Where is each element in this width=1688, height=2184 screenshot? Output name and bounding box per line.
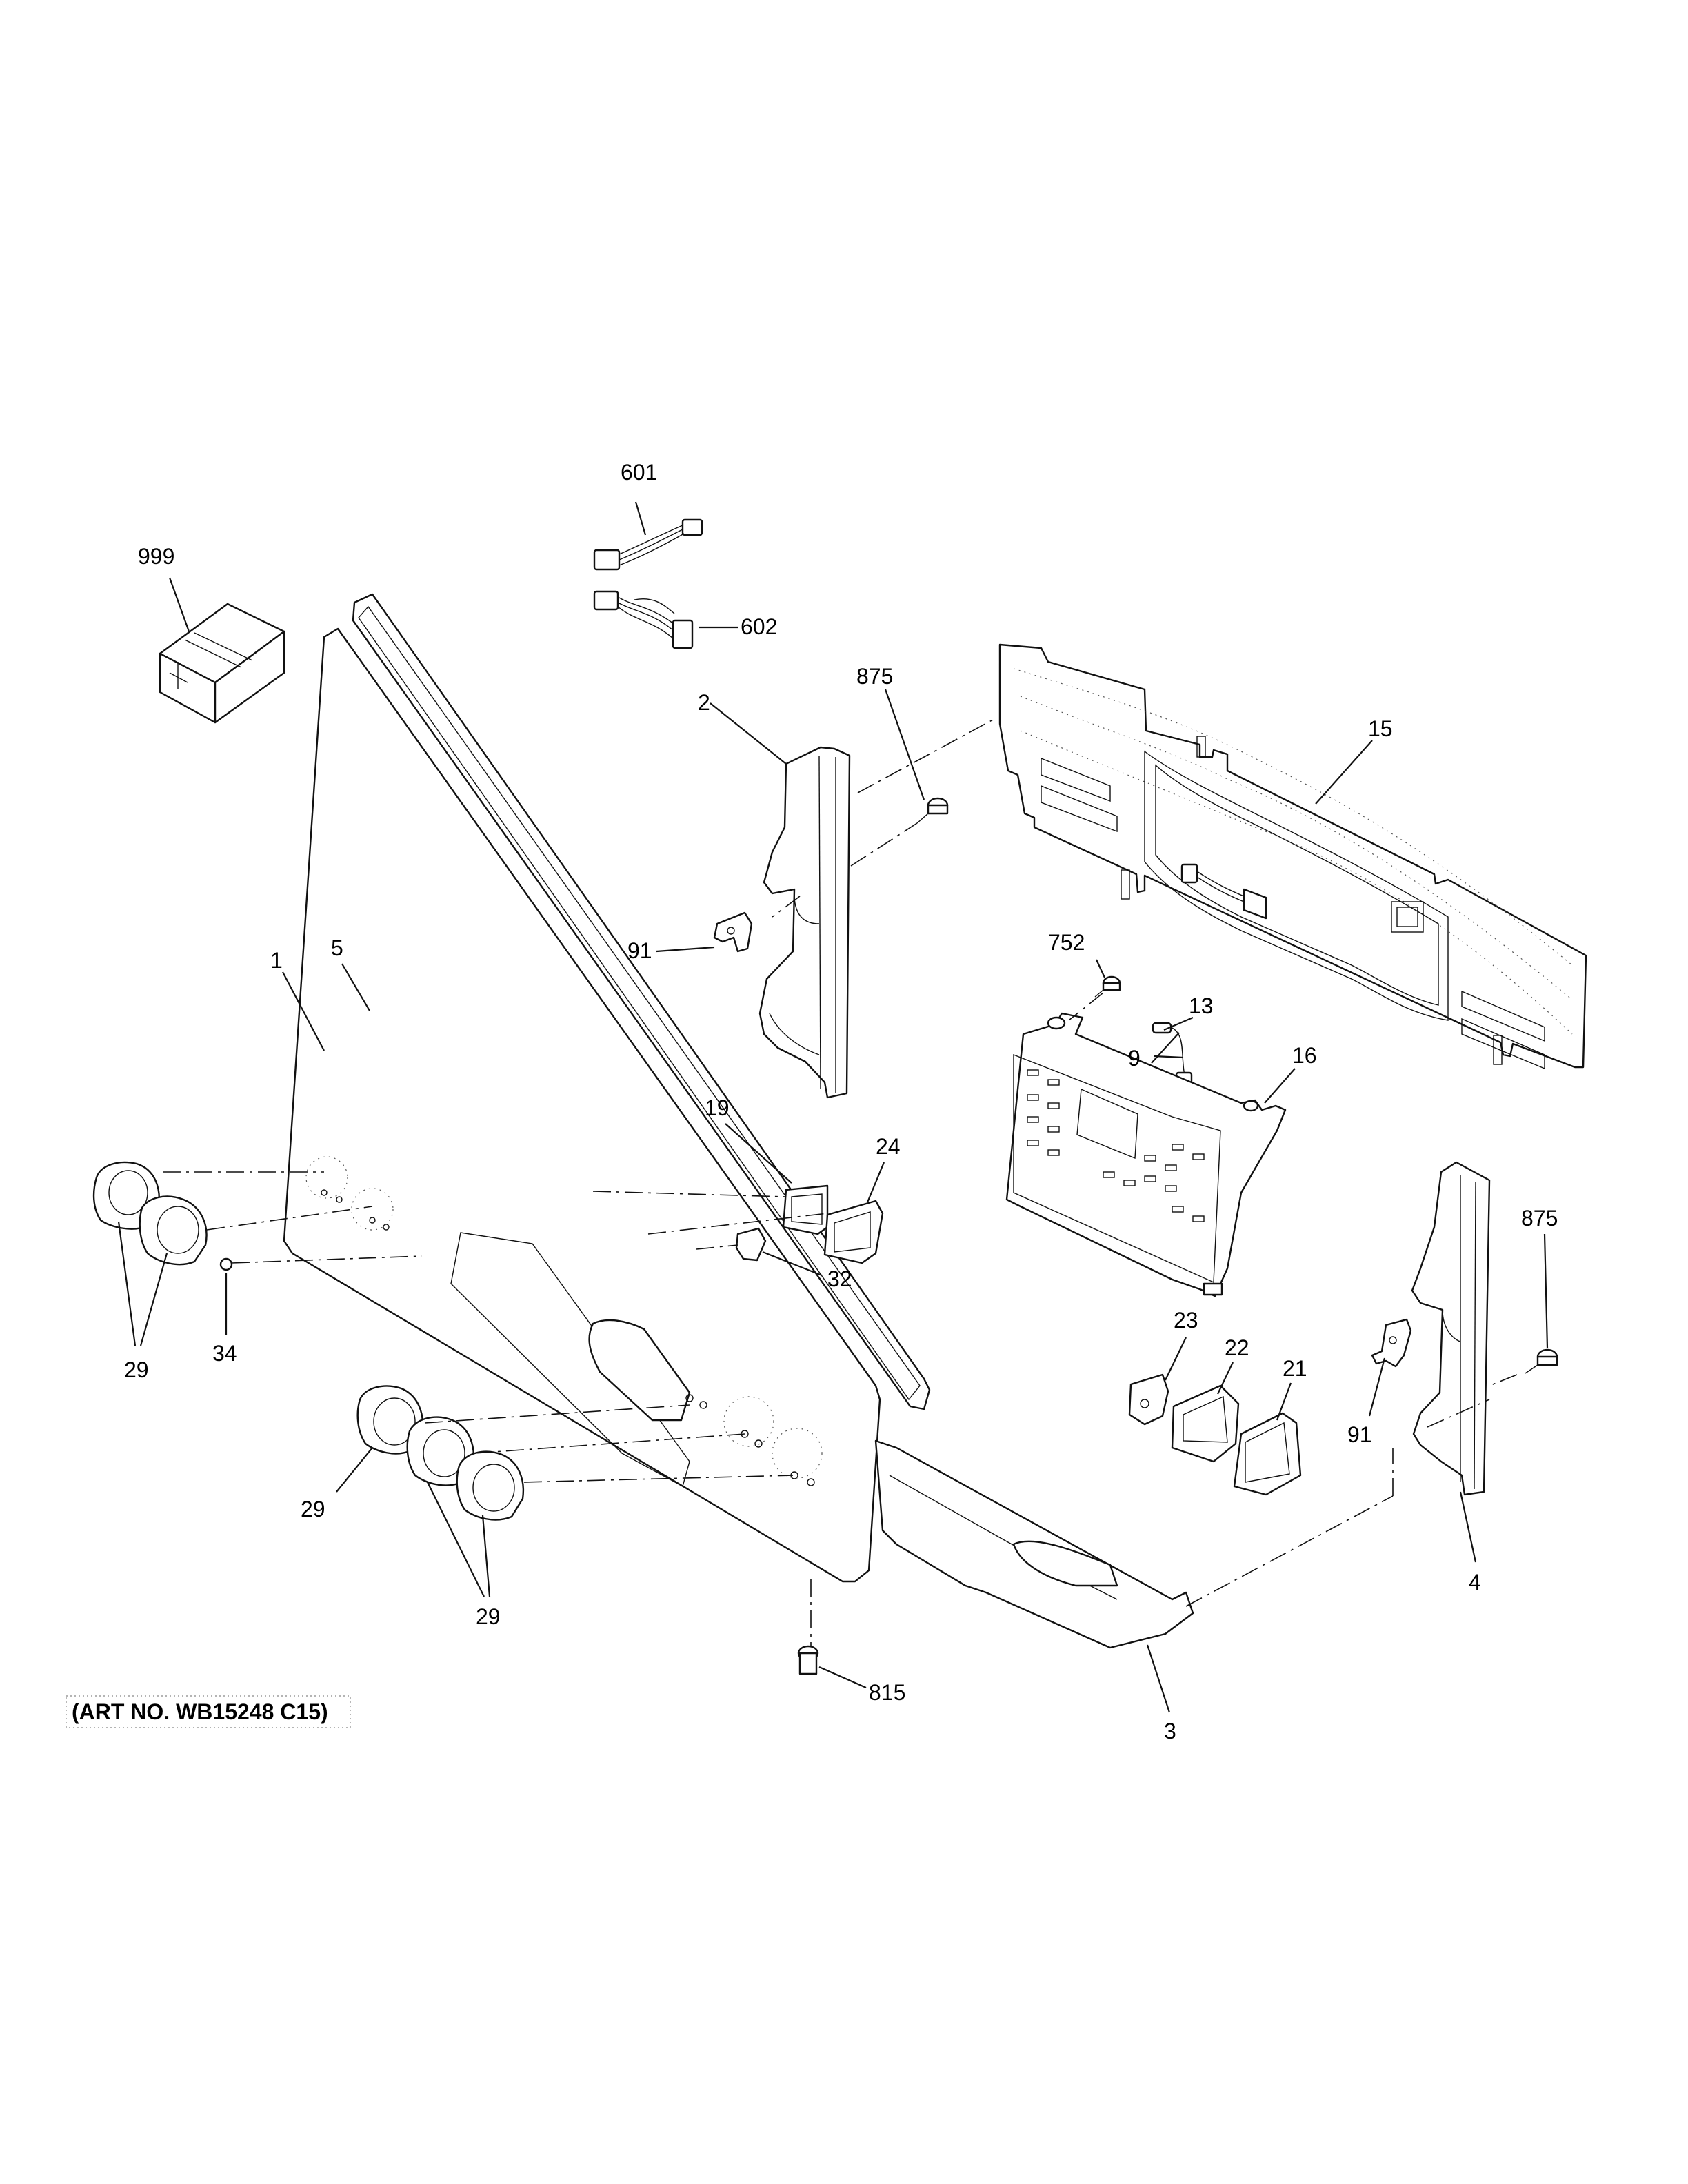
callout-875-lower: 875: [1521, 1206, 1558, 1231]
callout-22: 22: [1225, 1335, 1249, 1360]
callout-5: 5: [331, 936, 343, 960]
callout-91-right: 91: [1347, 1422, 1372, 1447]
part-91-latch-right: [1371, 1318, 1412, 1368]
knob-29-top-left-b: [139, 1195, 208, 1266]
callout-9: 9: [1128, 1046, 1141, 1071]
part-23-switch: [1128, 1373, 1169, 1426]
part-752-screw: [1094, 975, 1121, 998]
callout-23: 23: [1174, 1308, 1198, 1333]
callout-24: 24: [876, 1134, 901, 1159]
art-number: (ART NO. WB15248 C15): [66, 1695, 351, 1728]
callout-3: 3: [1164, 1719, 1176, 1743]
part-21-switch: [1233, 1412, 1302, 1496]
part-16-control-board: [1005, 1012, 1287, 1297]
part-999-box: [159, 603, 285, 724]
part-3-lower-trim: [874, 1439, 1194, 1649]
callout-752: 752: [1048, 930, 1085, 955]
callout-29-top: 29: [124, 1357, 149, 1382]
callout-815: 815: [869, 1680, 905, 1705]
callout-999: 999: [138, 544, 174, 569]
callout-875-upper: 875: [856, 664, 893, 689]
part-601-harness: [593, 518, 703, 571]
art-number-text: (ART NO. WB15248 C15): [72, 1699, 328, 1724]
part-22-switch: [1171, 1384, 1240, 1463]
callout-16: 16: [1292, 1043, 1317, 1068]
callout-1: 1: [270, 948, 283, 973]
part-875-screw-lower: [1525, 1348, 1558, 1374]
part-4-right-bracket: [1411, 1161, 1491, 1496]
part-34-screw: [219, 1257, 233, 1271]
callout-32: 32: [827, 1266, 852, 1291]
callout-19: 19: [705, 1095, 730, 1120]
callout-15: 15: [1368, 716, 1393, 741]
callout-4: 4: [1469, 1570, 1481, 1595]
part-815-screw: [797, 1645, 819, 1675]
leader-lines: [117, 501, 1549, 1713]
callout-labels: 999 601 602 875 2 15 91 9 752 13 16 5 1 …: [124, 460, 1558, 1743]
assembly-lines: [163, 719, 1518, 1646]
callout-2: 2: [698, 690, 710, 715]
callout-34: 34: [212, 1341, 237, 1366]
callout-91-left: 91: [627, 938, 652, 963]
part-19-switch: [782, 1184, 829, 1235]
callout-29-bottom: 29: [476, 1604, 501, 1629]
callout-601: 601: [621, 460, 657, 485]
callout-29-middle: 29: [301, 1497, 325, 1521]
part-91-latch-left: [713, 911, 753, 953]
knob-29-lower-c: [456, 1450, 524, 1521]
part-875-screw-upper: [916, 797, 949, 824]
part-15-rear-panel: [998, 643, 1587, 1070]
part-1-control-panel: [283, 627, 881, 1583]
art-number-frame: [66, 1695, 351, 1728]
part-2-left-bracket: [758, 746, 851, 1099]
part-24-switch: [823, 1200, 884, 1264]
callout-13: 13: [1189, 993, 1214, 1018]
part-602-harness: [593, 590, 694, 649]
part-32-switch: [735, 1227, 767, 1262]
part-9-harness: [1180, 863, 1267, 920]
callout-21: 21: [1283, 1356, 1307, 1381]
callout-602: 602: [741, 614, 777, 639]
